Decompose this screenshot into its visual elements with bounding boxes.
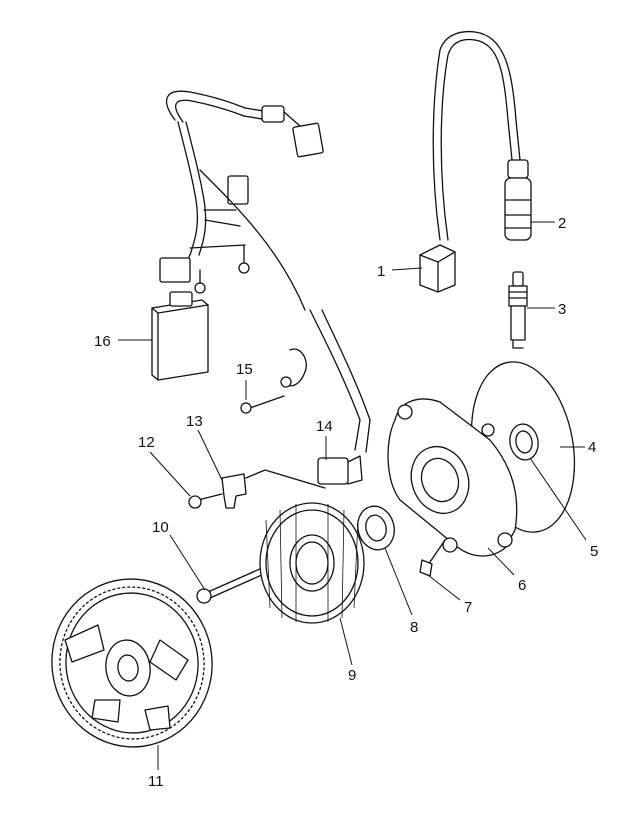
cdi-module <box>151 291 209 381</box>
callout-15: 15 <box>236 361 253 378</box>
leader-6 <box>487 547 515 576</box>
callout-10: 10 <box>152 519 169 536</box>
callout-16: 16 <box>94 333 111 350</box>
bracket-screw <box>188 493 223 509</box>
ignition-coil <box>419 30 521 293</box>
wiring-harness <box>159 90 371 453</box>
callout-2: 2 <box>558 215 566 232</box>
callout-8: 8 <box>410 619 418 636</box>
leader-5 <box>529 457 587 541</box>
callout-3: 3 <box>558 301 566 318</box>
leader-8 <box>384 547 413 616</box>
leader-7 <box>427 574 461 601</box>
ground-screw <box>240 348 307 414</box>
pickup-sensor <box>317 455 363 485</box>
callout-14: 14 <box>316 418 333 435</box>
bearing-small <box>509 423 539 461</box>
callout-11: 11 <box>148 773 164 790</box>
spark-plug-cap <box>504 159 532 241</box>
leader-9 <box>339 617 353 666</box>
callout-6: 6 <box>518 577 526 594</box>
housing-bolt <box>419 539 446 577</box>
leader-1 <box>391 267 423 271</box>
stator-housing <box>387 398 518 557</box>
callout-7: 7 <box>464 599 472 616</box>
callout-13: 13 <box>186 413 203 430</box>
callout-4: 4 <box>588 439 596 456</box>
oil-seal <box>357 505 395 551</box>
leader-13 <box>197 429 223 481</box>
callout-9: 9 <box>348 667 356 684</box>
leader-12 <box>149 451 191 497</box>
flywheel <box>51 578 213 748</box>
leader-10 <box>169 534 206 591</box>
spark-plug <box>508 271 528 349</box>
stator-bolt <box>196 567 265 604</box>
callout-5: 5 <box>590 543 598 560</box>
callout-1: 1 <box>377 263 385 280</box>
leader-lines <box>118 221 587 770</box>
callout-12: 12 <box>138 434 155 451</box>
wire-bracket <box>221 469 326 509</box>
stator <box>259 502 365 624</box>
callout-labels: 1 2 3 4 5 6 7 8 9 10 11 12 13 14 15 16 <box>94 215 598 790</box>
